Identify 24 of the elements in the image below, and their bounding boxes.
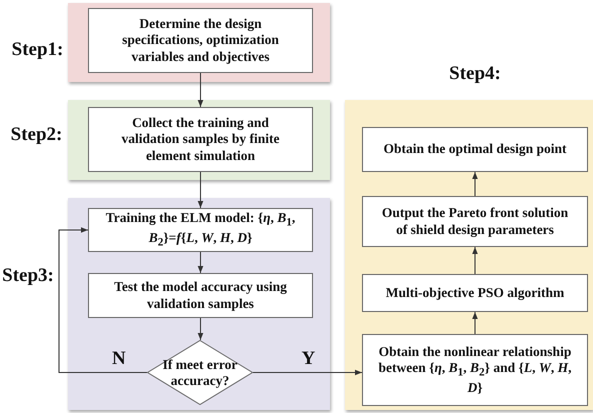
process-box: Test the model accuracy using validation samples — [88, 273, 313, 318]
process-box: Training the ELM model: {η, B$_{1}$, B$_{2}$}=f{L, W, H, D} — [88, 208, 313, 252]
arrow — [472, 172, 478, 196]
arrow — [198, 72, 204, 108]
decision-diamond: If meet error accuracy? — [147, 340, 253, 405]
step-label: Step3: — [1, 266, 55, 287]
process-box: Multi-objective PSO algorithm — [362, 274, 588, 312]
edge-label: Y — [302, 348, 316, 368]
process-box: Collect the training and validation samples by finite element simulation — [88, 107, 313, 172]
step-label: Step2: — [10, 125, 64, 146]
process-box: Obtain the optimal design point — [362, 127, 588, 172]
step-label: Step4: — [448, 64, 502, 85]
arrow — [472, 246, 478, 274]
edge-label: N — [112, 348, 126, 368]
arrow — [58, 227, 148, 373]
process-box: Determine the design specifications, optimization variables and objectives — [88, 8, 313, 73]
process-box: Obtain the nonlinear relationship between {η, B$_{1}$, B$_{2}$} and {L, W, H, D} — [362, 334, 588, 406]
arrow — [472, 312, 478, 334]
arrow — [198, 172, 204, 208]
arrow — [252, 370, 362, 376]
arrow — [198, 318, 204, 340]
step-label: Step1: — [10, 40, 64, 61]
arrow — [198, 252, 204, 274]
process-box: Output the Pareto front solution of shield design parameters — [362, 196, 588, 247]
